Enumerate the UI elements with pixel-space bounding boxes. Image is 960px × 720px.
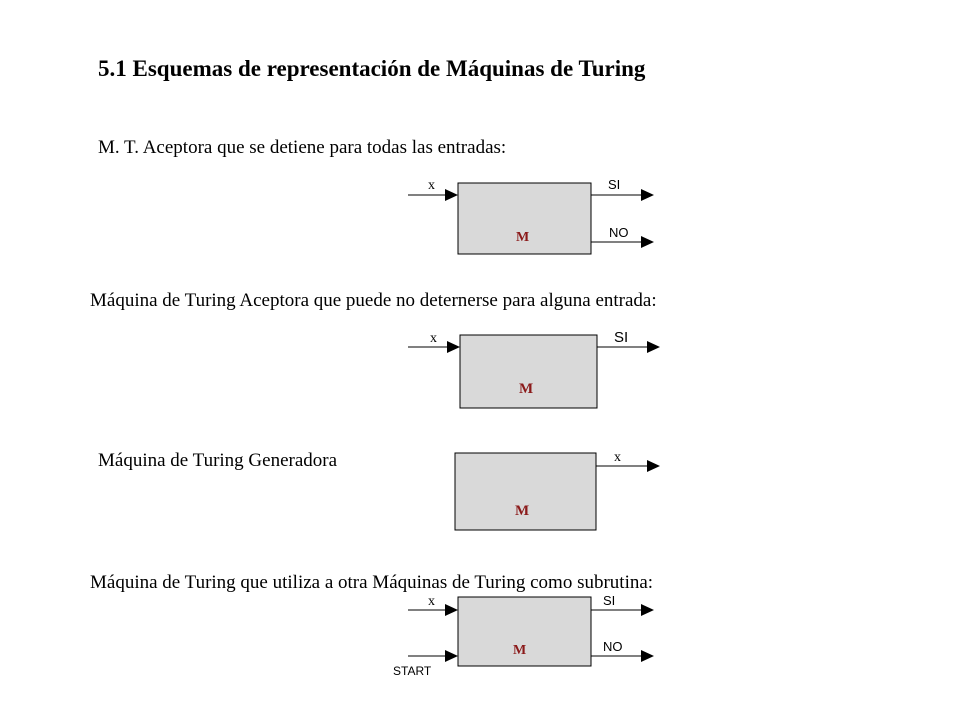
output-arrowhead-x	[647, 460, 660, 472]
machine-box	[454, 452, 597, 531]
diagram-acceptor-nonhalting: M x SI	[408, 329, 660, 409]
machine-box	[457, 182, 592, 255]
input-label-start: START	[393, 664, 432, 678]
output-label-no: NO	[609, 225, 629, 240]
output-arrowhead-si	[641, 604, 654, 616]
input-label-x: x	[428, 178, 435, 193]
input-arrowhead	[447, 341, 460, 353]
machine-label: M	[519, 381, 533, 397]
output-label-no: NO	[603, 639, 623, 654]
output-label-x: x	[614, 450, 621, 465]
input-arrowhead-x	[445, 604, 458, 616]
input-label-x: x	[428, 594, 435, 609]
output-arrowhead-no	[641, 236, 654, 248]
machine-box	[457, 596, 592, 667]
output-arrowhead-si	[641, 189, 654, 201]
output-label-si: SI	[608, 177, 620, 192]
output-label-si: SI	[614, 329, 628, 346]
input-arrowhead	[445, 189, 458, 201]
caption-acceptor-nonhalting: Máquina de Turing Aceptora que puede no …	[90, 290, 657, 311]
caption-subroutine: Máquina de Turing que utiliza a otra Máq…	[90, 572, 654, 593]
output-arrowhead-no	[641, 650, 654, 662]
machine-box	[459, 334, 598, 409]
input-arrowhead-start	[445, 650, 458, 662]
caption-acceptor-halting: M. T. Aceptora que se detiene para todas…	[98, 137, 507, 158]
page-title: 5.1 Esquemas de representación de Máquin…	[98, 56, 646, 81]
diagram-acceptor-halting: M x SI NO	[408, 177, 654, 255]
machine-label: M	[515, 503, 529, 519]
input-label-x: x	[430, 331, 437, 346]
machine-label: M	[513, 643, 526, 658]
diagram-subroutine: M x START SI NO	[393, 593, 654, 678]
output-label-si: SI	[603, 593, 615, 608]
output-arrowhead-si	[647, 341, 660, 353]
caption-generator: Máquina de Turing Generadora	[98, 450, 338, 471]
diagram-generator: M x	[454, 450, 660, 531]
machine-label: M	[516, 230, 529, 245]
